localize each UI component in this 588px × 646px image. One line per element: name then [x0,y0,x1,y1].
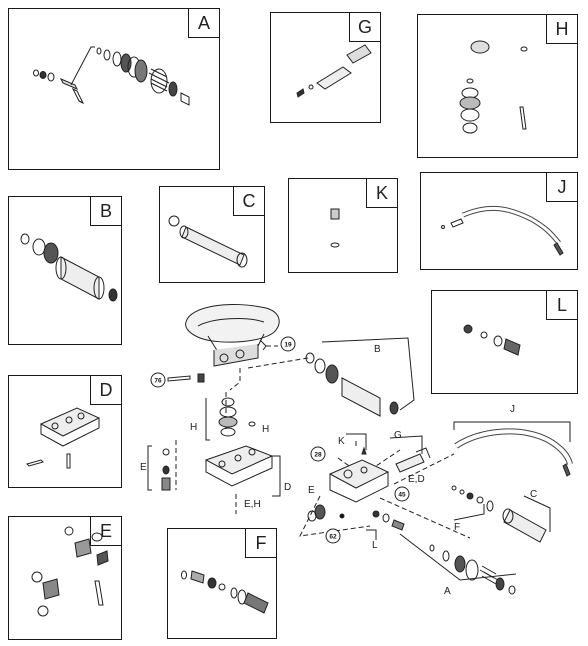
callout-45: 45 [398,492,406,499]
panel-l-letter: L [546,290,578,320]
label-c: C [530,489,537,500]
callout-28: 28 [314,452,322,459]
panel-b: B [8,196,122,345]
panel-h: H [417,14,578,158]
panel-b-parts [20,233,118,302]
panel-f-letter: F [245,528,277,558]
label-d: D [284,482,291,493]
panel-k-letter: K [366,178,398,208]
panel-d: D [8,375,122,488]
label-e-center: E [308,485,315,496]
panel-l-parts [463,324,521,356]
callout-76: 76 [154,378,162,385]
panel-a-parts [33,46,190,106]
panel-f-parts [181,570,269,614]
panel-g-parts [296,44,372,98]
label-e-d: E,D [408,474,425,485]
callout-19: 19 [284,342,292,349]
panel-j-parts [441,205,564,256]
label-g: G [394,430,402,441]
panel-d-parts [26,407,101,469]
label-h: H [190,422,197,433]
label-k: K [338,436,345,447]
label-f: F [454,522,460,533]
label-e: E [140,462,147,473]
label-b: B [374,344,381,355]
panel-b-letter: B [90,196,122,226]
panel-h-letter: H [546,14,578,44]
panel-j: J [420,172,578,270]
panel-a-letter: A [188,8,220,38]
panel-e-parts [31,526,109,617]
panel-j-letter: J [546,172,578,202]
panel-h-parts [459,40,528,134]
panel-c-letter: C [233,186,265,216]
panel-e: E [8,516,122,640]
label-j: J [510,404,515,415]
label-e-h: E,H [244,499,261,510]
panel-d-letter: D [90,375,122,405]
label-h-right: H [262,424,269,435]
panel-a: A [8,8,220,170]
callout-62: 62 [329,534,337,541]
panel-c: C [159,186,265,283]
label-a: A [444,586,451,597]
panel-f: F [167,528,277,639]
panel-k: K [288,178,398,273]
label-l: L [372,540,378,551]
panel-l: L [431,290,578,394]
panel-c-parts [168,215,248,268]
panel-k-parts [330,208,340,248]
panel-g: G [270,12,381,123]
panel-g-letter: G [349,12,381,42]
